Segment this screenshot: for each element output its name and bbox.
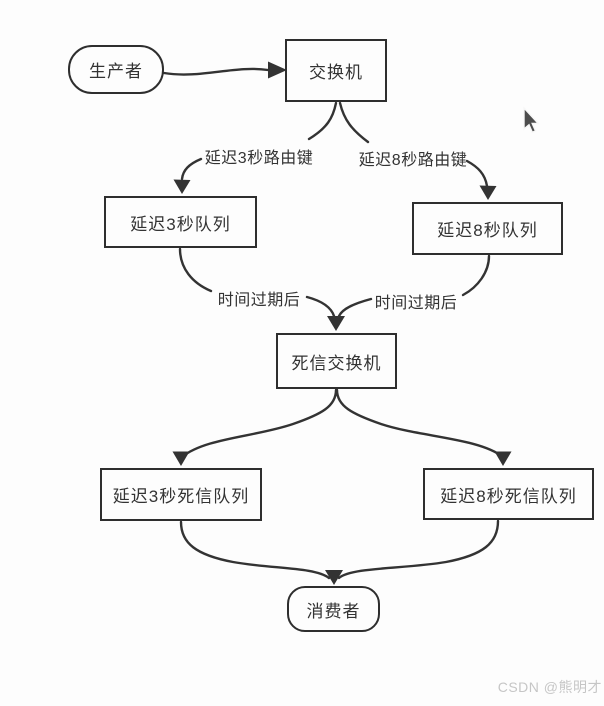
edge-label-expired-right: 时间过期后 (374, 295, 458, 312)
node-delay3-dead-queue: 延迟3秒死信队列 (100, 468, 262, 521)
node-dead-letter-exchange-label: 死信交换机 (291, 353, 382, 373)
cursor-large-icon (523, 106, 540, 134)
node-delay8-queue: 延迟8秒队列 (412, 202, 563, 255)
node-producer-label: 生产者 (89, 62, 143, 81)
node-exchange: 交换机 (285, 39, 387, 102)
edge-exchange-split-right (338, 101, 370, 144)
node-delay8-queue-label: 延迟8秒队列 (437, 221, 538, 240)
node-delay3-queue: 延迟3秒队列 (104, 196, 257, 248)
node-consumer: 消费者 (287, 586, 380, 632)
edge-routing8-to-queue8 (465, 159, 489, 188)
node-delay3-queue-label: 延迟3秒队列 (130, 214, 231, 234)
node-dead-letter-exchange: 死信交换机 (276, 333, 397, 389)
arrowhead-into-deadqueue8 (494, 451, 512, 466)
node-delay8-dead-queue: 延迟8秒死信队列 (423, 468, 594, 520)
edge-routing3-to-queue3 (180, 157, 203, 181)
edge-label-routing-key-8s: 延迟8秒路由键 (358, 152, 468, 169)
arrowhead-into-dlx (327, 316, 345, 331)
node-delay8-dead-queue-label: 延迟8秒死信队列 (440, 486, 577, 506)
arrowhead-into-consumer (325, 570, 343, 585)
node-consumer-label: 消费者 (306, 601, 361, 621)
edge-dlx-split-left (180, 388, 338, 459)
edge-deadqueue8-to-consumer (337, 519, 500, 580)
edge-expired-left-to-dlx (305, 295, 336, 318)
edge-exchange-split-left (307, 101, 338, 141)
arrowhead-into-queue8 (479, 185, 497, 200)
arrowhead-into-exchange (268, 61, 287, 79)
node-producer: 生产者 (68, 45, 164, 94)
edge-expired-right-to-dlx (337, 297, 373, 318)
edge-producer-to-exchange (162, 67, 270, 76)
edge-queue8-to-expired-right (461, 254, 491, 297)
arrowhead-into-queue3 (173, 179, 191, 194)
edge-label-expired-left: 时间过期后 (217, 292, 301, 309)
edge-dlx-split-right (335, 388, 505, 459)
edge-label-routing-key-3s: 延迟3秒路由键 (204, 150, 314, 167)
edge-queue3-to-expired-left (178, 247, 213, 293)
watermark-text: CSDN @熊明才 (497, 679, 602, 695)
arrowhead-into-deadqueue3 (172, 451, 190, 466)
node-exchange-label: 交换机 (309, 63, 363, 82)
edge-deadqueue3-to-consumer (179, 520, 331, 580)
node-delay3-dead-queue-label: 延迟3秒死信队列 (112, 487, 250, 506)
